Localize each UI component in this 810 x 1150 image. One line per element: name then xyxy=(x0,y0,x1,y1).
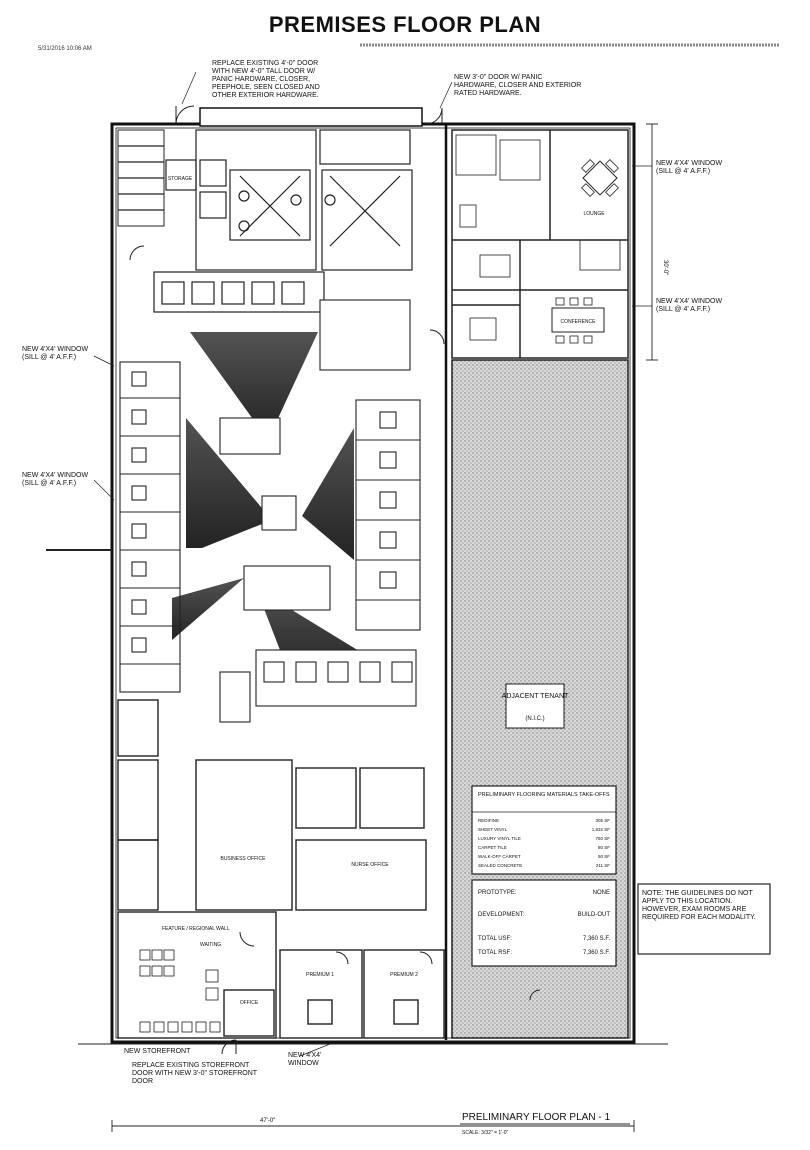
exam-room-2-label: PREMIUM 2 xyxy=(390,972,418,978)
prototype-label: TOTAL RSF: xyxy=(478,950,512,956)
storage-label: STORAGE xyxy=(168,176,193,182)
flooring-table xyxy=(471,785,617,875)
note-window-right-1: NEW 4'x4' WINDOW (SILL @ 4' A.F.F.) xyxy=(656,160,723,175)
prototype-value: BUILD-OUT xyxy=(578,912,611,918)
note-guidelines: NOTE: THE GUIDELINES DO NOT APPLY TO THI… xyxy=(642,890,756,921)
flooring-table-title: PRELIMINARY FLOORING MATERIALS TAKE-OFFS xyxy=(478,792,610,798)
nurse-office-label: NURSE OFFICE xyxy=(351,862,389,868)
note-window-right-2: NEW 4'x4' WINDOW (SILL @ 4' A.F.F.) xyxy=(656,298,723,313)
top-left-service xyxy=(117,129,413,271)
right-workstations xyxy=(355,399,421,631)
prototype-value: 7,360 S.F. xyxy=(583,936,610,942)
note-replace-storefront: REPLACE EXISTING STOREFRONT DOOR WITH NE… xyxy=(132,1062,257,1085)
central-cluster xyxy=(219,299,417,723)
feature-wall-label: FEATURE / REGIONAL WALL xyxy=(162,926,230,932)
flooring-qty: 750 SF xyxy=(595,836,610,841)
plan-scale: SCALE: 3/32" = 1'-0" xyxy=(462,1130,509,1136)
top-right-offices xyxy=(451,129,629,359)
plan-title: PRELIMINARY FLOOR PLAN - 1 xyxy=(462,1112,610,1123)
prototype-label: TOTAL USF: xyxy=(478,936,512,942)
adjacent-tenant-box xyxy=(505,683,565,729)
building-outline xyxy=(110,107,636,1044)
upper-workstations xyxy=(153,271,325,313)
flooring-item: REDIFINE xyxy=(478,818,499,823)
prototype-table xyxy=(471,879,617,967)
flooring-item: WALK-OFF CARPET xyxy=(478,854,521,859)
dim-width: 47'-0" xyxy=(260,1118,275,1124)
no-note-box xyxy=(637,883,771,955)
prototype-label: DEVELOPMENT: xyxy=(478,912,525,918)
header-timestamp: 5/31/2016 10:06 AM xyxy=(38,46,92,52)
waiting-label: WAITING xyxy=(200,942,221,948)
dimension-lines xyxy=(46,123,668,1132)
note-replace-door: REPLACE EXISTING 4'-0" DOOR WITH NEW 4'-… xyxy=(212,60,320,99)
note-leaders xyxy=(93,71,652,1057)
prototype-rows: PROTOTYPE: NONE DEVELOPMENT: BUILD-OUT T… xyxy=(478,890,610,956)
prototype-value: 7,360 S.F. xyxy=(583,950,610,956)
lower-rooms xyxy=(117,699,445,1039)
lounge-label: LOUNGE xyxy=(583,211,605,217)
note-new-window-bottom: NEW 4'x4' WINDOW xyxy=(288,1052,322,1067)
left-workstations xyxy=(119,361,181,693)
adjacent-tenant-label: ADJACENT TENANT xyxy=(502,693,569,700)
flooring-qty: 1,832 SF xyxy=(592,827,611,832)
note-window-left-2: NEW 4'x4' WINDOW (SILL @ 4' A.F.F.) xyxy=(22,472,89,487)
flooring-item: SHEET VINYL xyxy=(478,827,508,832)
flooring-item: LUXURY VINYL TILE xyxy=(478,836,521,841)
flooring-rows: REDIFINE 305 SF SHEET VINYL 1,832 SF LUX… xyxy=(478,818,610,868)
dim-right: 30'-0" xyxy=(662,260,668,275)
office-label: OFFICE xyxy=(240,1000,259,1006)
business-office-label: BUSINESS OFFICE xyxy=(220,856,266,862)
prototype-value: NONE xyxy=(593,890,610,896)
page-title: PREMISES FLOOR PLAN xyxy=(268,12,542,37)
flooring-item: SEALED CONCRETE xyxy=(478,863,522,868)
note-new-door: NEW 3'-0" DOOR W/ PANIC HARDWARE, CLOSER… xyxy=(454,74,582,97)
flooring-qty: 50 SF xyxy=(598,854,610,859)
flooring-qty: 80 SF xyxy=(598,845,610,850)
note-window-left-1: NEW 4'x4' WINDOW (SILL @ 4' A.F.F.) xyxy=(22,346,89,361)
note-new-storefront: NEW STOREFRONT xyxy=(124,1048,191,1055)
flooring-item: CARPET TILE xyxy=(478,845,507,850)
nic-label: (N.I.C.) xyxy=(525,716,544,722)
exam-room-1-label: PREMIUM 1 xyxy=(306,972,334,978)
flooring-qty: 211 SF xyxy=(596,863,610,868)
prototype-label: PROTOTYPE: xyxy=(478,890,517,896)
flooring-qty: 305 SF xyxy=(595,818,610,823)
conference-label: CONFERENCE xyxy=(560,319,596,325)
